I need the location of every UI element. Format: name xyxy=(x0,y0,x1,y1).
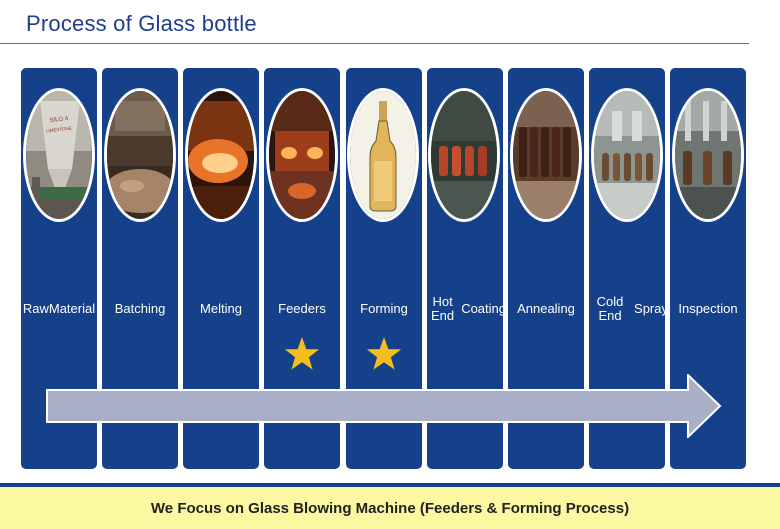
process-flow-arrow xyxy=(46,374,722,438)
forming-star-icon xyxy=(366,337,402,370)
silo-sign-subtext: LIMESTONE xyxy=(46,126,72,134)
feeders-star-icon xyxy=(284,337,320,370)
cold-end-spray-photo xyxy=(591,88,663,222)
footer-banner: We Focus on Glass Blowing Machine (Feede… xyxy=(0,483,780,529)
stage-label-batching: Batching xyxy=(114,301,166,316)
hot-end-coating-photo xyxy=(428,88,500,222)
footer-text: We Focus on Glass Blowing Machine (Feede… xyxy=(150,499,630,517)
melting-photo xyxy=(185,88,257,222)
title-divider xyxy=(0,43,749,44)
batching-photo xyxy=(104,88,176,222)
stage-label-melting: Melting xyxy=(200,301,242,316)
page-title: Process of Glass bottle xyxy=(26,11,257,36)
stage-label-feeders: Feeders xyxy=(278,301,326,316)
raw-material-photo: SILO 4 LIMESTONE xyxy=(23,88,95,222)
stage-label-inspection: Inspection xyxy=(678,301,738,316)
inspection-photo xyxy=(672,88,744,222)
stage-label-annealing: Annealing xyxy=(517,301,575,316)
forming-photo xyxy=(347,88,419,222)
annealing-photo xyxy=(510,88,582,222)
feeders-photo xyxy=(266,88,338,222)
stage-label-forming: Forming xyxy=(360,301,408,316)
silo-sign-text: SILO 4 xyxy=(49,116,69,124)
